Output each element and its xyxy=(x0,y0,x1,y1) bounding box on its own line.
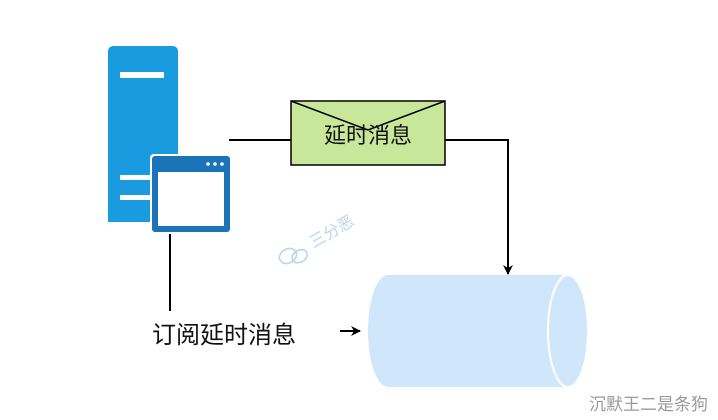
cylinder-queue-icon xyxy=(368,274,589,388)
server-slot-top xyxy=(120,72,164,78)
center-watermark: 三分恶 xyxy=(278,211,357,265)
envelope-to-queue-arrow xyxy=(445,139,513,275)
corner-watermark: 沉默王二是条狗 xyxy=(589,395,708,415)
app-window-icon xyxy=(150,154,232,234)
envelope-icon xyxy=(290,100,446,166)
subscribe-label: 订阅延时消息 xyxy=(152,321,296,349)
server-slot-middle xyxy=(120,175,154,180)
center-watermark-text: 三分恶 xyxy=(306,211,357,251)
wechat-icon xyxy=(278,247,309,265)
server-slot-bottom xyxy=(120,195,154,200)
envelope-label: 延时消息 xyxy=(324,124,412,149)
